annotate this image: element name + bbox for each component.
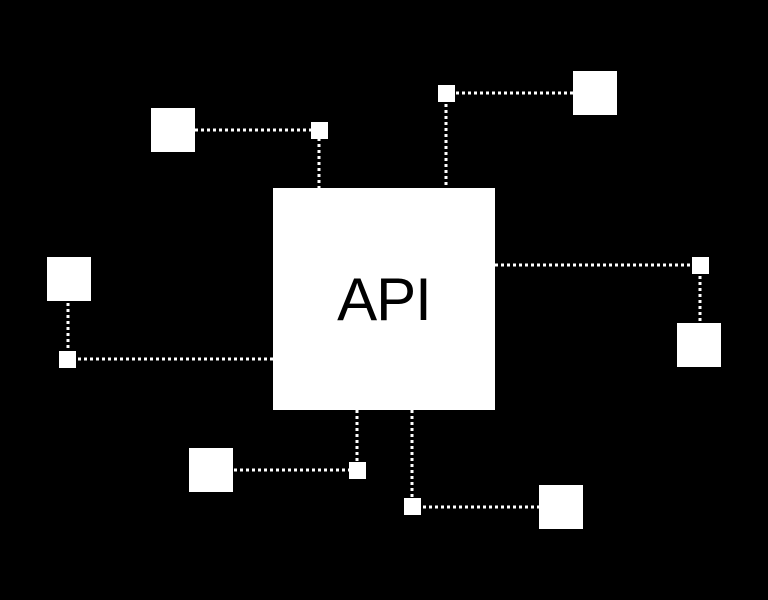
api-hub-box [273,188,495,410]
api-hub: API [273,188,495,410]
node-right [677,323,721,367]
nodes [47,71,721,529]
junction-right [692,257,709,274]
node-bottom-left [189,448,233,492]
connector-bottom-right [410,410,539,509]
junctions [59,85,709,515]
junction-left [59,351,76,368]
junction-top-right [438,85,455,102]
junction-bottom-left [349,462,366,479]
node-top-left [151,108,195,152]
connector-right [495,263,702,323]
api-hub-label: API [337,266,431,333]
connector-bottom-left [233,410,359,472]
connector-left [66,301,273,361]
node-top-right [573,71,617,115]
node-bottom-right [539,485,583,529]
node-left [47,257,91,301]
junction-bottom-right [404,498,421,515]
connector-top-left [195,128,321,188]
connector-top-right [444,91,573,188]
junction-top-left [311,122,328,139]
